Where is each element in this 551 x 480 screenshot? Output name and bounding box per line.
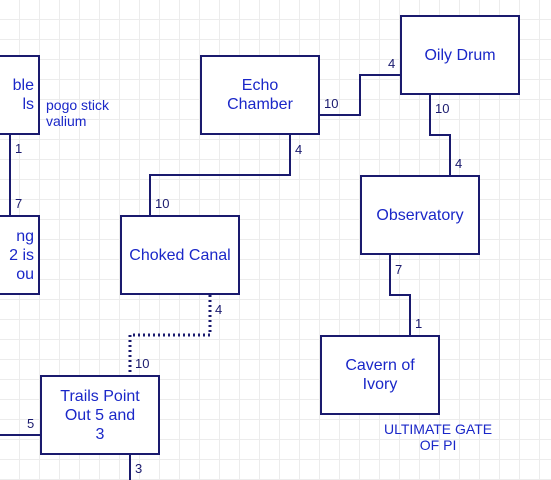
edge-label-echo-bottom: 4 [295, 142, 303, 157]
room-cavern-of-ivory-label: Cavern of Ivory [345, 357, 415, 393]
room-choked-canal-label: Choked Canal [129, 246, 231, 264]
edge-label-oily-left: 4 [388, 56, 396, 71]
edge-label-echo-right: 10 [324, 96, 339, 111]
note-left-items: pogo stick valium [46, 97, 110, 129]
edge-label-canal-top: 10 [155, 196, 170, 211]
connector-echo-to-canal [149, 135, 291, 215]
connector-oily-to-observatory [429, 95, 451, 175]
room-echo-chamber[interactable]: Echo Chamber [200, 55, 320, 135]
connector-observatory-to-cavern [389, 255, 411, 335]
room-partial-mid-left[interactable]: ng 2 is ou [0, 215, 40, 295]
room-trails-point-label: Trails Point Out 5 and 3 [60, 387, 140, 443]
room-partial-top-left-label: ble ls [12, 77, 34, 113]
edge-label-canal-bottom: 4 [215, 302, 223, 317]
room-partial-mid-left-label: ng 2 is ou [9, 227, 34, 283]
room-partial-top-left[interactable]: ble ls [0, 55, 40, 135]
room-oily-drum[interactable]: Oily Drum [400, 15, 520, 95]
connector-canal-to-trails-dotted [128, 295, 212, 375]
edge-label-trails-bottom: 3 [135, 461, 143, 476]
edge-label-left-top-bottom: 1 [15, 141, 23, 156]
edge-label-trails-top: 10 [135, 356, 150, 371]
note-ultimate-gate: ULTIMATE GATE OF PI [384, 421, 493, 453]
room-observatory-label: Observatory [376, 206, 464, 224]
edge-label-cavern-top: 1 [415, 316, 423, 331]
edge-label-oily-bottom: 10 [435, 101, 450, 116]
connector-echo-to-oily [320, 74, 400, 116]
room-observatory[interactable]: Observatory [360, 175, 480, 255]
room-echo-chamber-label: Echo Chamber [227, 77, 293, 113]
edge-label-left-mid-top: 7 [15, 196, 23, 211]
edge-label-trails-left: 5 [27, 416, 35, 431]
edge-label-obs-bottom: 7 [395, 262, 403, 277]
room-cavern-of-ivory[interactable]: Cavern of Ivory [320, 335, 440, 415]
edge-label-obs-top: 4 [455, 156, 463, 171]
room-choked-canal[interactable]: Choked Canal [120, 215, 240, 295]
room-trails-point[interactable]: Trails Point Out 5 and 3 [40, 375, 160, 455]
room-oily-drum-label: Oily Drum [424, 46, 496, 64]
